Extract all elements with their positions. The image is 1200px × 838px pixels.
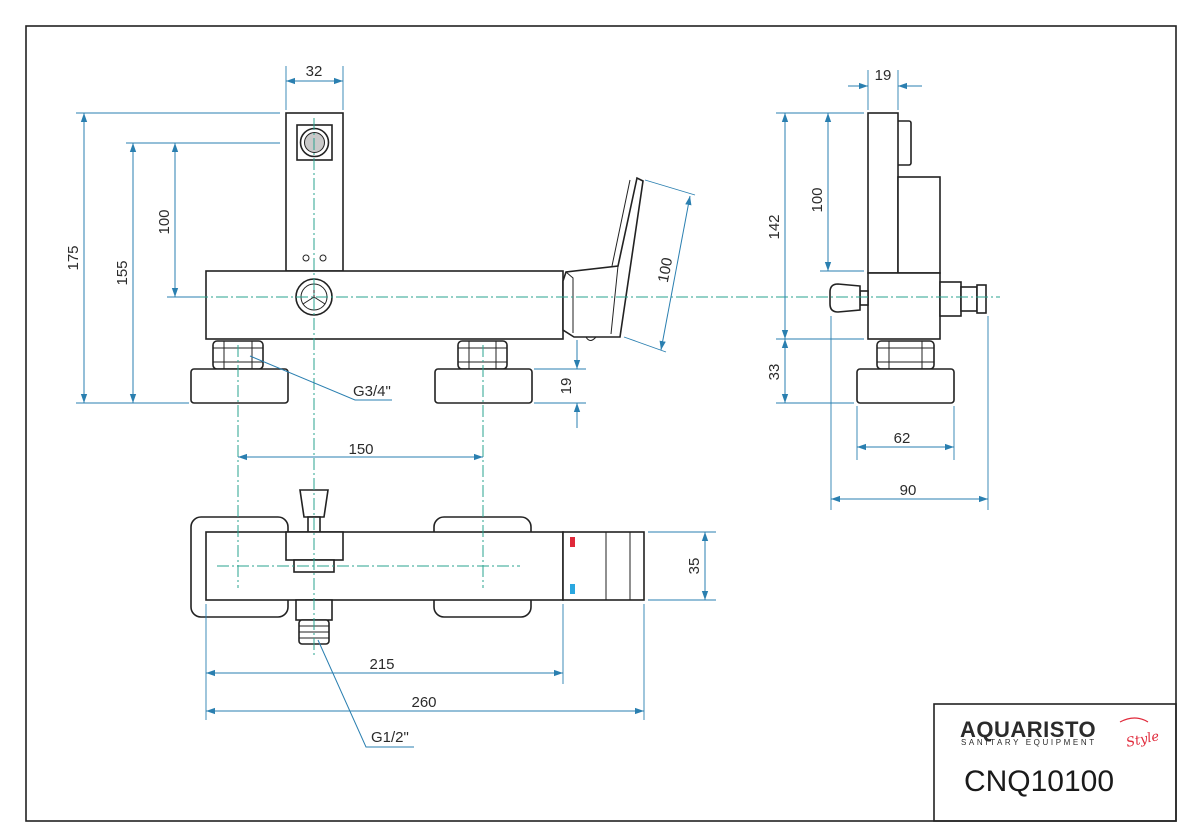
dim-side-90: 90 xyxy=(900,482,917,499)
drawing-frame xyxy=(25,25,1177,822)
dim-32: 32 xyxy=(306,63,323,80)
plan-handle xyxy=(562,531,645,601)
dim-side-142: 142 xyxy=(766,214,783,239)
dim-plan-260: 260 xyxy=(411,694,436,711)
left-nut-facets xyxy=(213,341,263,369)
dim-side-33: 33 xyxy=(766,364,783,381)
side-upper-block xyxy=(897,176,941,274)
thread-label-g12: G1/2" xyxy=(371,729,409,746)
title-block-frame xyxy=(933,703,1177,822)
hot-indicator xyxy=(570,537,575,547)
dim-175: 175 xyxy=(65,245,82,270)
cold-indicator xyxy=(570,584,575,594)
plan-view xyxy=(190,489,645,645)
dim-side-19: 19 xyxy=(875,67,892,84)
right-nut-facets xyxy=(458,341,507,369)
spout-screw-right xyxy=(319,254,327,262)
side-rosette xyxy=(856,368,955,404)
plan-handle-detail xyxy=(605,532,631,600)
brand-logo: AQUARISTO xyxy=(960,717,1096,742)
mixer-body xyxy=(205,270,564,340)
dim-155: 155 xyxy=(114,260,131,285)
side-outlet-nut xyxy=(960,286,978,312)
dim-150: 150 xyxy=(348,441,373,458)
dim-19-nut: 19 xyxy=(558,378,575,395)
dimension-lines xyxy=(76,66,989,748)
dim-100-left: 100 xyxy=(156,209,173,234)
title-block: AQUARISTO SANITARY EQUIPMENT Style CNQ10… xyxy=(933,703,1177,822)
lever-stop xyxy=(585,336,597,341)
dim-100-handle: 100 xyxy=(655,256,676,284)
center-lines xyxy=(196,118,1000,655)
side-outlet-fitting xyxy=(939,281,962,317)
side-knob-stem xyxy=(859,290,869,306)
side-spout xyxy=(867,112,899,274)
side-knob xyxy=(829,283,861,313)
lever-handle xyxy=(562,176,644,338)
dim-plan-35: 35 xyxy=(686,558,703,575)
side-nut xyxy=(876,340,935,370)
brand-tagline: SANITARY EQUIPMENT xyxy=(961,738,1097,747)
thread-label-g34: G3/4" xyxy=(353,383,391,400)
model-number: CNQ10100 xyxy=(964,765,1114,798)
left-rosette xyxy=(190,368,289,404)
dim-side-62: 62 xyxy=(894,430,911,447)
brand-swoosh xyxy=(1119,717,1149,723)
dim-side-100: 100 xyxy=(809,187,826,212)
side-nut-facets xyxy=(877,341,934,369)
dim-plan-215: 215 xyxy=(369,656,394,673)
lever-handle-detail xyxy=(565,179,631,335)
side-view xyxy=(829,112,987,404)
side-outlet-thread xyxy=(976,284,987,314)
side-body xyxy=(867,272,941,340)
brand-script: Style xyxy=(1125,729,1161,751)
spout-screw-left xyxy=(302,254,310,262)
